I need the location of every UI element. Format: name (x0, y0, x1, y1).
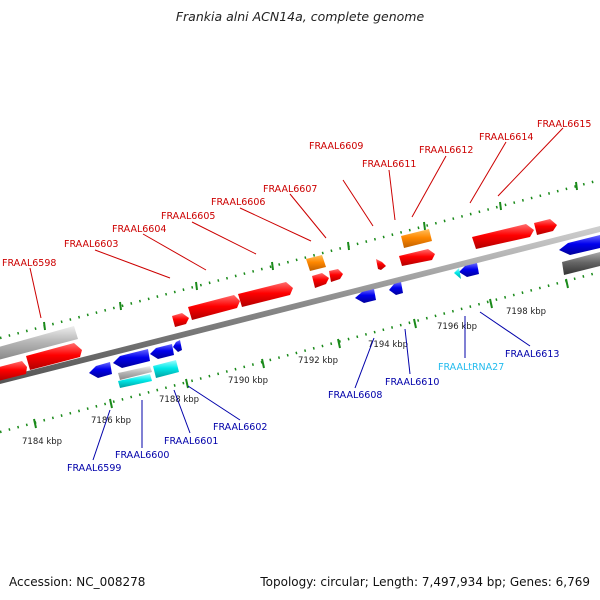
gene-arrow-blue (389, 282, 403, 295)
scale-label: 7188 kbp (159, 395, 199, 405)
gene-label: FRAAL6600 (115, 450, 169, 461)
gene-arrow-gray (0, 326, 78, 360)
accession-text: Accession: NC_008278 (9, 575, 146, 589)
gene-label: FRAAL6611 (362, 159, 416, 170)
gene-label: FRAAL6615 (537, 119, 591, 130)
gene-label: FRAAL6602 (213, 422, 267, 433)
gene-label: FRAAL6603 (64, 239, 118, 250)
gene-arrow-red (534, 219, 557, 235)
bottom-gene-labels: FRAAL6599 FRAAL6600 FRAAL6601 FRAAL6602 … (67, 349, 559, 474)
gene-arrow-red (472, 224, 534, 249)
gene-arrow-red (329, 269, 343, 282)
scale-label: 7184 kbp (22, 437, 62, 447)
gene-box-cyan (118, 374, 152, 388)
gene-arrow-blue (89, 362, 112, 378)
genome-title: Frankia alni ACN14a, complete genome (175, 9, 425, 24)
gene-arrow-red (188, 295, 240, 320)
top-leader-lines (29, 127, 564, 319)
gene-box-gray (118, 366, 152, 380)
genome-backbone (0, 226, 600, 384)
gene-label: FRAAL6599 (67, 463, 121, 474)
bottom-leader-lines (92, 311, 531, 461)
gene-arrow-blue (559, 235, 600, 255)
gene-arrow-blue (459, 263, 479, 277)
trna-arrow-cyan (454, 268, 461, 279)
scale-ticks (33, 278, 569, 429)
gene-arrow-blue (173, 340, 182, 352)
scale-label: 7196 kbp (437, 322, 477, 332)
scale-label: 7194 kbp (368, 340, 408, 350)
gene-arrow-blue (355, 289, 376, 303)
gene-arrow-dark (562, 252, 600, 275)
gene-label: FRAAL6614 (479, 132, 533, 143)
gene-arrow-red (312, 273, 329, 288)
gene-label: FRAAL6605 (161, 211, 215, 222)
plus-ticks (43, 181, 578, 331)
gene-box-cyan (153, 360, 179, 378)
scale-label: 7190 kbp (228, 376, 268, 386)
neighbor-genes (0, 252, 600, 360)
gene-arrow-red (376, 259, 386, 270)
top-gene-labels: FRAAL6598 FRAAL6603 FRAAL6604 FRAAL6605 … (2, 119, 591, 269)
scale-labels: 7184 kbp 7186 kbp 7188 kbp 7190 kbp 7192… (22, 307, 546, 447)
other-genes (306, 229, 432, 271)
gene-label: FRAAL6613 (505, 349, 559, 360)
scale-label: 7192 kbp (298, 356, 338, 366)
gene-label: FRAAL6612 (419, 145, 473, 156)
gene-arrow-red (399, 249, 435, 266)
gene-label: FRAAL6609 (309, 141, 363, 152)
gene-label: FRAAL6607 (263, 184, 317, 195)
plus-strand-genes (0, 219, 557, 381)
gene-arrow-blue (113, 349, 150, 368)
genome-summary: Topology: circular; Length: 7,497,934 bp… (260, 575, 590, 589)
gene-arrow-blue (150, 344, 174, 359)
gene-label: FRAAL6606 (211, 197, 265, 208)
gene-arrow-red (26, 343, 82, 370)
gene-label: FRAAL6610 (385, 377, 439, 388)
gene-label: FRAAL6604 (112, 224, 166, 235)
gene-label: FRAAL6601 (164, 436, 218, 447)
gene-arrow-red (172, 313, 189, 327)
minus-strand-genes (89, 235, 600, 378)
gene-arrow-red (238, 282, 293, 307)
rna-genes (118, 268, 461, 388)
gene-label: FRAAL6608 (328, 390, 382, 401)
scale-label: 7186 kbp (91, 416, 131, 426)
gene-box-orange (401, 229, 432, 248)
scale-label: 7198 kbp (506, 307, 546, 317)
gene-arrow-red (0, 361, 27, 381)
gene-box-orange (306, 255, 326, 271)
gene-label: FRAALtRNA27 (438, 362, 504, 373)
gene-label: FRAAL6598 (2, 258, 56, 269)
